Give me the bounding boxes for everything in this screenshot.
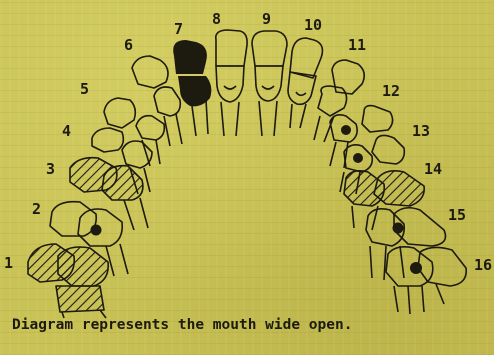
tooth-number-6: 6	[124, 36, 133, 54]
diagram-caption: Diagram represents the mouth wide open.	[12, 317, 352, 333]
tooth-number-14: 14	[424, 160, 442, 178]
tooth-number-16: 16	[474, 256, 492, 274]
tooth-number-5: 5	[80, 80, 89, 98]
tooth-number-4: 4	[62, 122, 71, 140]
tooth-9	[252, 31, 287, 136]
tooth-number-11: 11	[348, 36, 366, 54]
tooth-number-15: 15	[448, 206, 466, 224]
tooth-number-12: 12	[382, 82, 400, 100]
tooth-16	[386, 247, 466, 314]
tooth-number-9: 9	[262, 10, 271, 28]
tooth-number-8: 8	[212, 10, 221, 28]
tooth-1	[28, 244, 108, 318]
tooth-7	[173, 40, 211, 136]
tooth-10	[288, 38, 322, 128]
tooth-number-3: 3	[46, 160, 55, 178]
tooth-number-1: 1	[4, 254, 13, 272]
tooth-5	[104, 98, 164, 166]
tooth-number-2: 2	[32, 200, 41, 218]
tooth-number-10: 10	[304, 16, 322, 34]
tooth-number-7: 7	[174, 20, 183, 38]
tooth-14	[344, 171, 424, 230]
tooth-3	[70, 158, 148, 230]
tooth-8	[216, 30, 247, 136]
tooth-number-13: 13	[412, 122, 430, 140]
